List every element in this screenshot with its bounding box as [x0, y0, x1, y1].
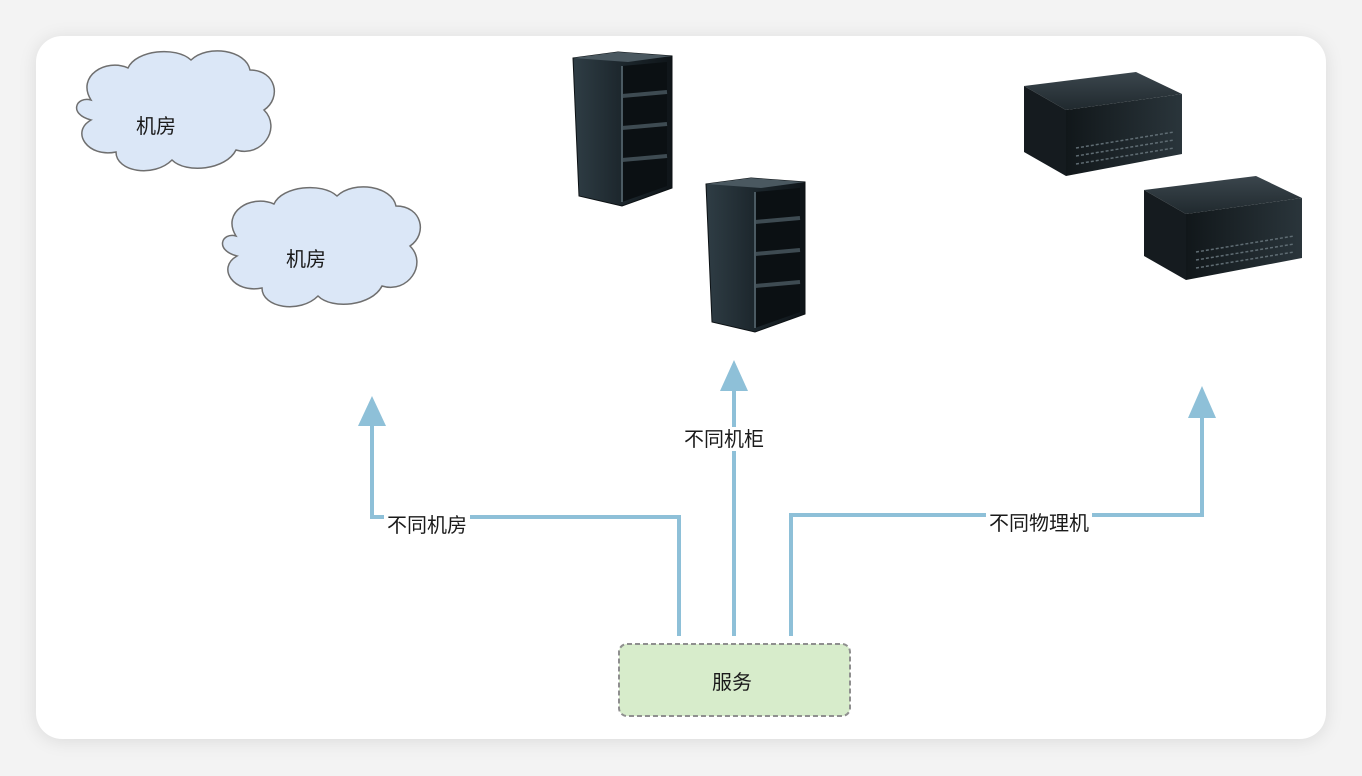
cloud-shape-1 — [76, 50, 275, 172]
cloud-label-1: 机房 — [136, 114, 176, 138]
service-box — [618, 643, 851, 717]
diagram-canvas — [76, 50, 1302, 717]
service-label: 服务 — [712, 670, 752, 694]
arrow-different-datacenter — [358, 396, 681, 636]
edge-label-different-rack: 不同机柜 — [681, 427, 767, 451]
diagram-card: 机房 机房 不同机房 不同机柜 不同物理机 服务 — [36, 36, 1326, 739]
cloud-icon — [76, 50, 275, 172]
cloud-shape-2 — [221, 186, 421, 308]
cloud-label-2: 机房 — [286, 247, 326, 271]
physical-server-icon — [1144, 176, 1302, 280]
physical-server-icon — [1024, 72, 1182, 176]
edge-label-different-datacenter: 不同机房 — [384, 513, 470, 537]
edge-label-different-physical-machine: 不同物理机 — [986, 511, 1092, 535]
arrow-different-rack — [720, 360, 748, 636]
rack-cabinet-icon — [572, 51, 673, 207]
rack-cabinet-icon — [705, 177, 806, 333]
cloud-icon — [221, 186, 421, 308]
